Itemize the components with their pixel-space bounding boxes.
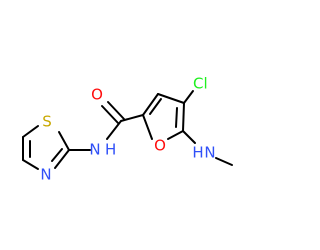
carbonyl-to-furan-bond bbox=[120, 114, 144, 122]
bonds bbox=[22, 90, 233, 170]
methylamino-n-to-methyl-bond bbox=[215, 157, 233, 166]
methylamino-nitrogen-label: N bbox=[204, 144, 215, 162]
furan-c2-c3-double-inner bbox=[149, 98, 162, 115]
thiazole-c2-s-bond bbox=[58, 131, 70, 151]
furan-c5-to-methylamino-n-bond bbox=[182, 130, 196, 144]
thiazole-sulfur-label: S bbox=[42, 113, 52, 131]
thiazole-n3-c2-double-inner bbox=[51, 148, 63, 162]
furan-c3-c4-bond bbox=[157, 93, 185, 104]
methylamino-hydrogen-label: H bbox=[192, 144, 203, 162]
furan-o-c2-bond bbox=[142, 114, 153, 140]
carbonyl-double-bond-a bbox=[107, 101, 125, 120]
chlorine-label: Cl bbox=[193, 75, 208, 93]
carbonyl-oxygen-label: O bbox=[91, 86, 103, 104]
furan-oxygen-label: O bbox=[154, 137, 166, 155]
amide-hydrogen-label: H bbox=[105, 141, 116, 159]
carbonyl-double-bond-b bbox=[101, 105, 119, 124]
furan-c2-c3-bond bbox=[142, 93, 159, 116]
furan-c5-o-bond bbox=[167, 130, 184, 140]
furan-c4-c5-bond bbox=[182, 102, 185, 132]
furan-c4-c5-double-inner bbox=[175, 107, 178, 128]
carbonyl-to-amide-n-bond bbox=[106, 120, 122, 140]
amide-nitrogen-label: N bbox=[89, 141, 100, 159]
canvas-background bbox=[0, 0, 250, 250]
thiazole-n3-c2-bond bbox=[54, 149, 70, 169]
thiazole-nitrogen-label: N bbox=[40, 166, 51, 184]
furan-c4-to-chlorine-bond bbox=[183, 90, 194, 104]
thiazole-c4-n3-bond bbox=[22, 159, 39, 170]
molecule-structure-diagram: O N H O Cl H N S N bbox=[0, 0, 250, 250]
atom-labels: O N H O Cl H N S N bbox=[40, 75, 215, 184]
thiazole-s-c5-bond bbox=[22, 125, 39, 138]
